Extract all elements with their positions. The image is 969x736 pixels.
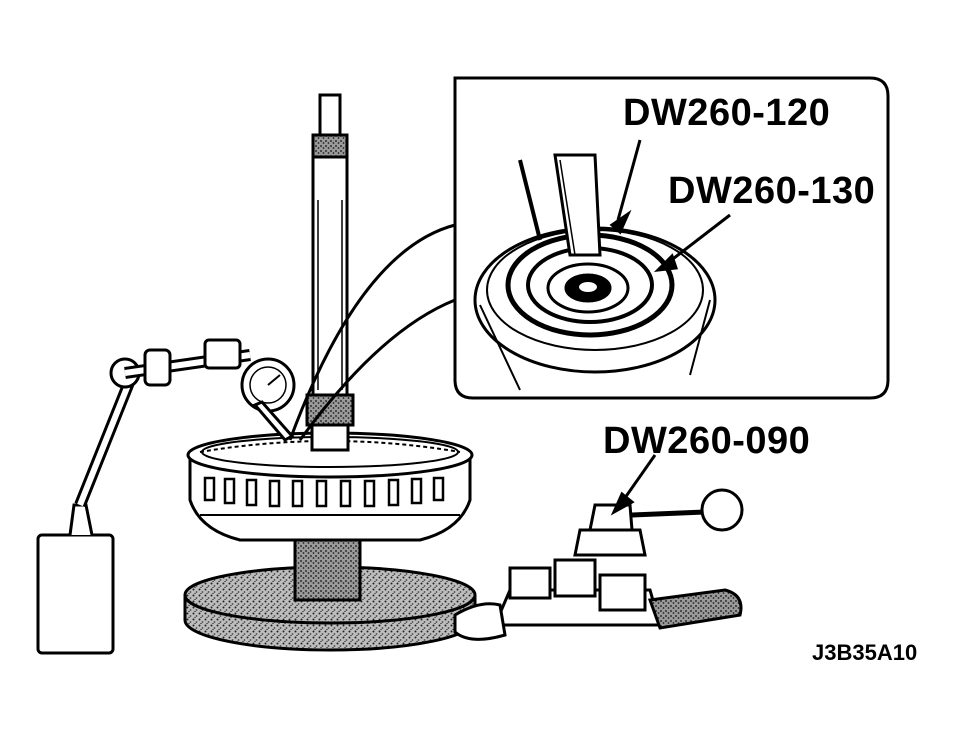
holding-fixture	[453, 454, 744, 641]
dial-indicator-assembly	[36, 338, 296, 655]
detail-callout	[288, 76, 890, 441]
clutch-teeth	[199, 440, 461, 453]
tool-label-dw260-130: DW260-130	[668, 170, 876, 212]
tool-label-dw260-090: DW260-090	[603, 420, 811, 462]
tool-label-dw260-120: DW260-120	[623, 92, 831, 134]
support-column	[293, 538, 362, 602]
housing-slots	[203, 476, 445, 508]
drum-housing	[186, 431, 474, 542]
figure-id: J3B35A10	[812, 640, 918, 665]
input-shaft	[305, 93, 355, 452]
